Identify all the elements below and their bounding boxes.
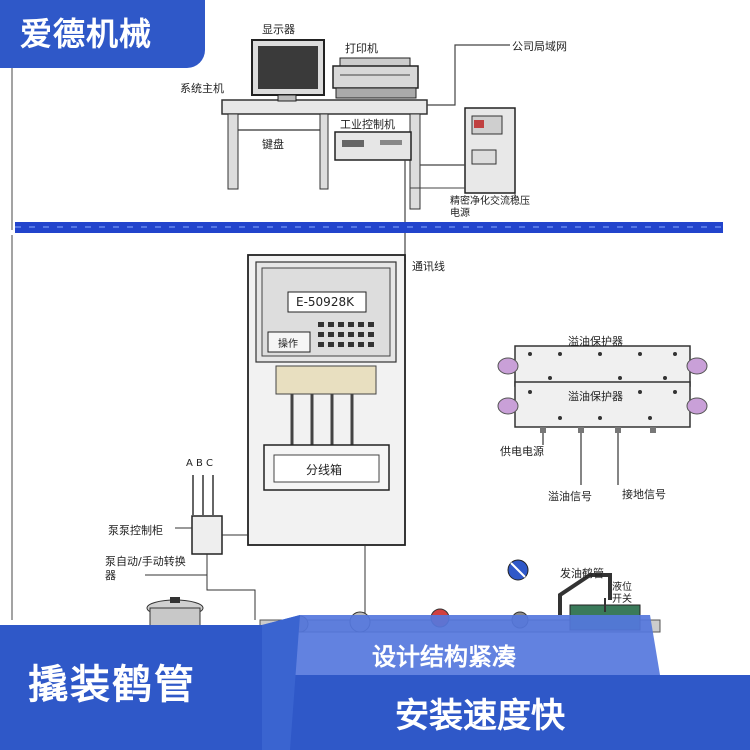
label-ground-signal: 接地信号 bbox=[622, 488, 666, 501]
overflow-protector-top bbox=[497, 345, 708, 387]
product-title: 撬装鹤管 bbox=[28, 662, 196, 708]
label-abc: A B C bbox=[186, 458, 214, 469]
label-overflow-mid: 溢油保护器 bbox=[568, 390, 623, 403]
label-operate: 操作 bbox=[278, 339, 298, 350]
label-keyboard: 键盘 bbox=[262, 138, 284, 151]
label-level-switch: 液位开关 bbox=[612, 582, 632, 605]
label-auto-manual: 泵自动/手动转换器 bbox=[105, 555, 186, 582]
monitor-icon bbox=[251, 39, 325, 102]
controller-cabinet bbox=[247, 254, 406, 546]
desk bbox=[221, 99, 428, 210]
printer-icon bbox=[332, 57, 419, 99]
pump-control-box bbox=[191, 515, 223, 555]
label-printer: 打印机 bbox=[345, 42, 378, 55]
network-bus bbox=[15, 222, 723, 233]
label-junction: 分线箱 bbox=[306, 463, 343, 477]
label-power-box: 精密净化交流稳压电源 bbox=[450, 196, 530, 219]
power-cabinet-icon bbox=[464, 107, 516, 200]
label-host: 系统主机 bbox=[180, 82, 224, 95]
label-display: 显示器 bbox=[262, 23, 295, 36]
label-overflow-top: 溢油保护器 bbox=[568, 335, 623, 348]
label-pump-control: 泵泵控制柜 bbox=[108, 524, 163, 537]
label-overflow-signal: 溢油信号 bbox=[548, 490, 592, 503]
feature-compact: 设计结构紧凑 bbox=[372, 643, 516, 671]
prohibition-icon bbox=[507, 559, 529, 581]
abc-power-lines bbox=[192, 475, 214, 515]
label-comm-line: 通讯线 bbox=[412, 260, 445, 273]
label-controller-model: E-50928K bbox=[296, 295, 354, 309]
label-power-supply: 供电电源 bbox=[500, 445, 544, 458]
brand-logo: 爱德机械 bbox=[0, 0, 205, 68]
pump-motor-icon bbox=[146, 597, 204, 629]
feature-fast-install: 安装速度快 bbox=[395, 696, 565, 736]
label-crane-pipe: 发油鹤管 bbox=[560, 567, 604, 580]
lan-wire bbox=[427, 44, 510, 106]
industrial-pc-icon bbox=[334, 131, 412, 161]
label-ipc: 工业控制机 bbox=[340, 118, 395, 131]
overflow-protector-mid bbox=[497, 381, 708, 433]
label-lan: 公司局域网 bbox=[512, 40, 567, 53]
